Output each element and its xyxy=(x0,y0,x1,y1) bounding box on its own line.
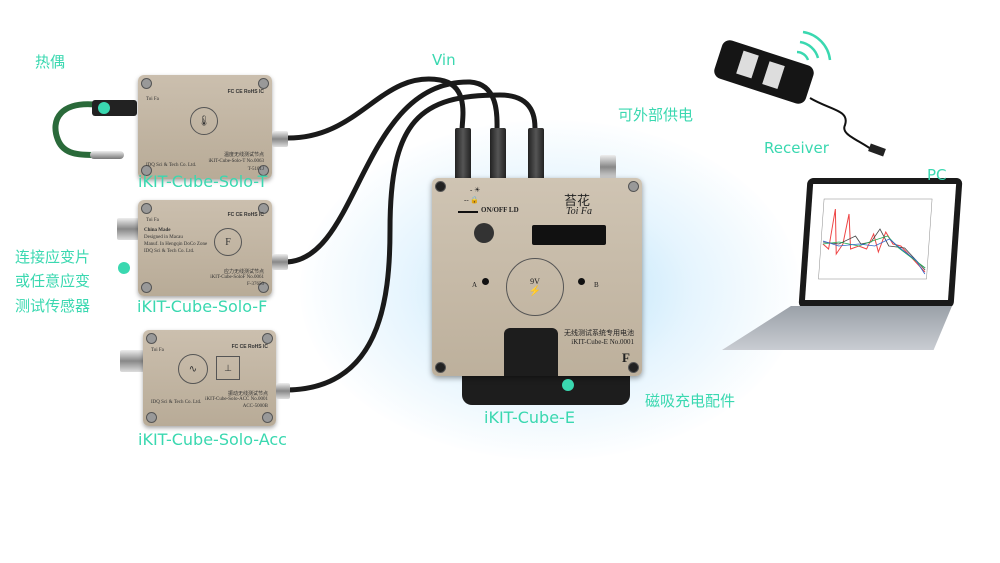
node-title: 振动无线测试节点 xyxy=(227,392,268,397)
vin-label: Vin xyxy=(432,51,456,69)
manufactured-in: Manuf. In Hengqin DoCo Zone xyxy=(144,242,208,247)
strain-label-line2: 或任意应变 xyxy=(15,272,91,290)
voltage-label: 9V xyxy=(530,277,540,286)
charger-marker xyxy=(562,379,574,391)
strain-label-line3: 测试传感器 xyxy=(15,297,91,315)
cable-solo-f xyxy=(282,79,500,265)
thermocouple-marker xyxy=(98,102,110,114)
port-b xyxy=(578,278,585,285)
magnetic-charger-label: 磁吸充电配件 xyxy=(645,392,736,410)
solo-f-label: iKIT-Cube-Solo-F xyxy=(137,297,268,316)
solo-t-label: iKIT-Cube-Solo-T xyxy=(138,172,268,191)
brand-text: Toi Fa xyxy=(146,97,159,102)
fky-logo: F xyxy=(622,350,630,365)
charger-mount xyxy=(504,328,558,376)
brand-logo: Toi Fa xyxy=(566,206,593,217)
node-title: 温度无线测试节点 xyxy=(223,153,264,158)
node-maker: IDQ Sci & Tech Co. Ltd. xyxy=(151,400,202,405)
axis-icon: ⊥ xyxy=(216,356,240,380)
china-made: China Made xyxy=(144,228,171,233)
solo-acc-label: iKIT-Cube-Solo-Acc xyxy=(138,430,287,449)
solo-t-output-connector xyxy=(272,131,288,147)
node-maker: IDQ Sci & Tech Co. Ltd. xyxy=(146,163,197,168)
cert-marks: FC CE RoHS IC xyxy=(227,89,264,95)
port-a xyxy=(482,278,489,285)
node-title: 应力无线测试节点 xyxy=(223,270,264,275)
cable-thermocouple xyxy=(52,101,103,158)
designed-in: Designed in Macau xyxy=(144,235,183,240)
brand-logo-cn: 苔花 xyxy=(564,193,591,208)
onoff-line xyxy=(458,211,478,213)
onoff-legend: ON/OFF LD xyxy=(481,206,519,214)
cable-solo-t xyxy=(282,76,466,141)
display-window xyxy=(532,225,606,245)
solo-f-output-connector xyxy=(272,254,288,270)
solo-acc-node: Toi Fa FC CE RoHS IC ∿ ⊥ 振动无线测试节点 iKIT-C… xyxy=(143,330,276,426)
port-b-label: B xyxy=(594,281,599,289)
solo-acc-input-connector xyxy=(120,350,144,372)
node-serial: F-37650 xyxy=(247,282,264,287)
battery-indicator: 9V ⚡ xyxy=(506,258,564,316)
strain-marker xyxy=(118,262,130,274)
solo-t-node: Toi Fa FC CE RoHS IC 🌡 温度无线测试节点 iKIT-Cub… xyxy=(138,75,272,179)
cube-e-label: iKIT-Cube-E xyxy=(484,408,575,427)
strain-label-line1: 连接应变片 xyxy=(15,248,91,266)
pc-label: PC xyxy=(927,166,947,184)
battery-model: iKIT-Cube-E No.0001 xyxy=(571,338,634,346)
lock-icon: -- 🔒 xyxy=(464,196,480,204)
battery-icon: ⚡ xyxy=(528,286,542,297)
wireless-signal-icon xyxy=(796,30,832,61)
screen-plot xyxy=(818,198,933,280)
node-serial: ACC-5000B xyxy=(242,404,268,409)
node-model: iKIT-Cube-SoloF No.0061 xyxy=(210,275,264,280)
power-button[interactable] xyxy=(474,223,494,243)
brand-text: Toi Fa xyxy=(151,348,164,353)
laptop-screen xyxy=(805,184,957,300)
thermocouple-probe xyxy=(90,151,124,159)
cert-marks: FC CE RoHS IC xyxy=(227,212,264,218)
laptop xyxy=(798,178,963,308)
cert-marks: FC CE RoHS IC xyxy=(231,344,268,350)
node-serial: T-5101J xyxy=(247,167,264,172)
solo-f-input-connector xyxy=(117,218,139,240)
force-symbol: F xyxy=(214,228,242,256)
brand-text: Toi Fa xyxy=(146,218,159,223)
external-power-port xyxy=(600,155,616,179)
solo-acc-output-connector xyxy=(276,383,290,399)
cable-solo-acc xyxy=(282,92,538,393)
thermocouple-label: 热偶 xyxy=(35,53,66,71)
thermometer-icon: 🌡 xyxy=(190,107,218,135)
receiver-cable xyxy=(809,97,876,153)
light-icon: - ☀ xyxy=(470,186,481,194)
cube-e-battery: - ☀ -- 🔒 ON/OFF LD 苔花 Toi Fa 9V ⚡ A B 无线… xyxy=(432,178,642,376)
solo-f-node: Toi Fa FC CE RoHS IC China Made Designed… xyxy=(138,200,272,296)
node-model: iKIT-Cube-Solo-T No.0063 xyxy=(208,159,264,164)
vibration-icon: ∿ xyxy=(178,354,208,384)
receiver-label: Receiver xyxy=(764,139,829,157)
node-maker: IDQ Sci & Tech Co. Ltd. xyxy=(144,249,195,254)
port-a-label: A xyxy=(472,281,478,289)
battery-title: 无线测试系统专用电池 xyxy=(564,329,634,337)
node-model: iKIT-Cube-Solo-ACC No.0001 xyxy=(205,397,268,402)
external-power-label: 可外部供电 xyxy=(618,106,694,124)
